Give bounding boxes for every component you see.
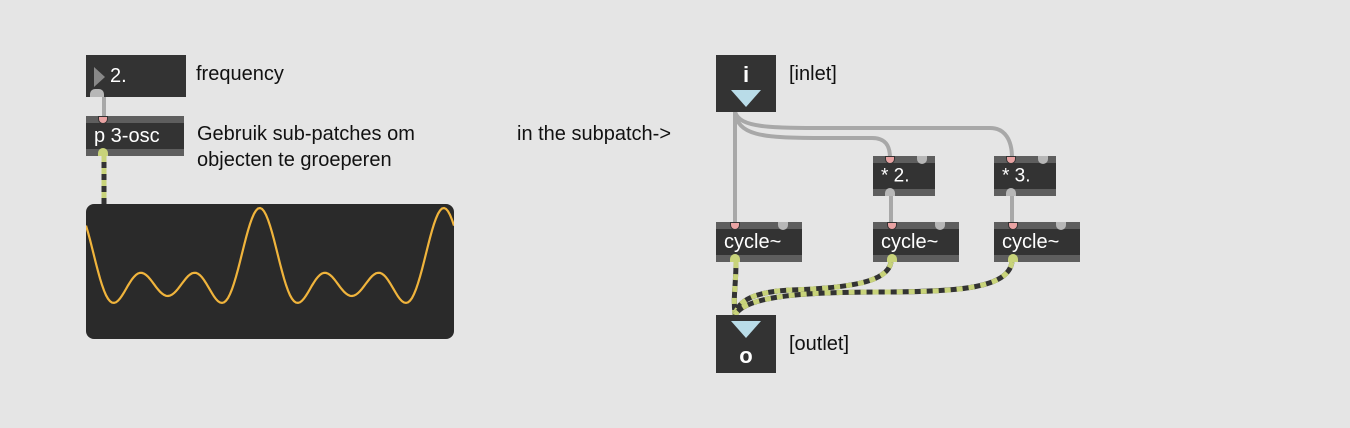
subpatch-inlet[interactable]	[98, 116, 108, 124]
subpatch-comment-line2: objecten te groeperen	[197, 149, 392, 171]
number-box-value: 2.	[110, 65, 127, 87]
frequency-comment: frequency	[196, 63, 284, 85]
cycle-2-inlet-right[interactable]	[935, 222, 945, 230]
subpatch-object[interactable]: p 3-osc	[86, 116, 184, 156]
multiply-2-inlet-right[interactable]	[917, 156, 927, 164]
cycle-3-outlet[interactable]	[1008, 254, 1018, 262]
multiply-3-inlet-right[interactable]	[1038, 156, 1048, 164]
cycle-object-1[interactable]: cycle~	[716, 222, 802, 262]
outlet-comment: [outlet]	[789, 333, 850, 355]
multiply-3-outlet[interactable]	[1006, 188, 1016, 196]
cycle-1-inlet-right[interactable]	[778, 222, 788, 230]
cycle-1-outlet[interactable]	[730, 254, 740, 262]
cycle-3-inlet-right[interactable]	[1056, 222, 1066, 230]
number-box-outlet[interactable]	[90, 89, 104, 97]
multiply-3-object[interactable]: * 3.	[994, 156, 1056, 196]
multiply-2-inlet-left[interactable]	[885, 156, 895, 164]
cycle-1-label: cycle~	[724, 231, 782, 253]
multiply-2-outlet[interactable]	[885, 188, 895, 196]
subpatch-label: p 3-osc	[94, 125, 160, 147]
multiply-3-label: * 3.	[1002, 165, 1031, 187]
multiply-3-inlet-left[interactable]	[1006, 156, 1016, 164]
subpatch-intro-comment: in the subpatch->	[517, 123, 671, 145]
signal-cords-to-outlet	[731, 261, 1015, 317]
scope-waveform	[86, 206, 454, 305]
cycle-3-label: cycle~	[1002, 231, 1060, 253]
play-triangle-icon	[94, 67, 105, 87]
cycle-2-inlet-left[interactable]	[887, 222, 897, 230]
inlet-letter: i	[742, 62, 750, 87]
oscilloscope[interactable]	[86, 204, 454, 339]
multiply-2-object[interactable]: * 2.	[873, 156, 935, 196]
number-box[interactable]: 2.	[86, 55, 186, 97]
cycle-1-inlet-left[interactable]	[730, 222, 740, 230]
cycle-object-3[interactable]: cycle~	[994, 222, 1080, 262]
cycle-object-2[interactable]: cycle~	[873, 222, 959, 262]
outlet-object[interactable]: o	[716, 315, 776, 373]
cycle-2-label: cycle~	[881, 231, 939, 253]
arrow-down-icon	[731, 321, 761, 338]
cycle-3-inlet-left[interactable]	[1008, 222, 1018, 230]
inlet-comment: [inlet]	[789, 63, 837, 85]
subpatch-comment-line1: Gebruik sub-patches om	[197, 123, 415, 145]
control-cord	[733, 111, 1014, 159]
multiply-2-label: * 2.	[881, 165, 910, 187]
subpatch-outlet[interactable]	[98, 148, 108, 156]
inlet-object[interactable]: i	[716, 55, 776, 112]
outlet-letter: o	[739, 343, 753, 368]
arrow-down-icon	[731, 90, 761, 107]
cycle-2-outlet[interactable]	[887, 254, 897, 262]
control-cord	[733, 111, 892, 159]
